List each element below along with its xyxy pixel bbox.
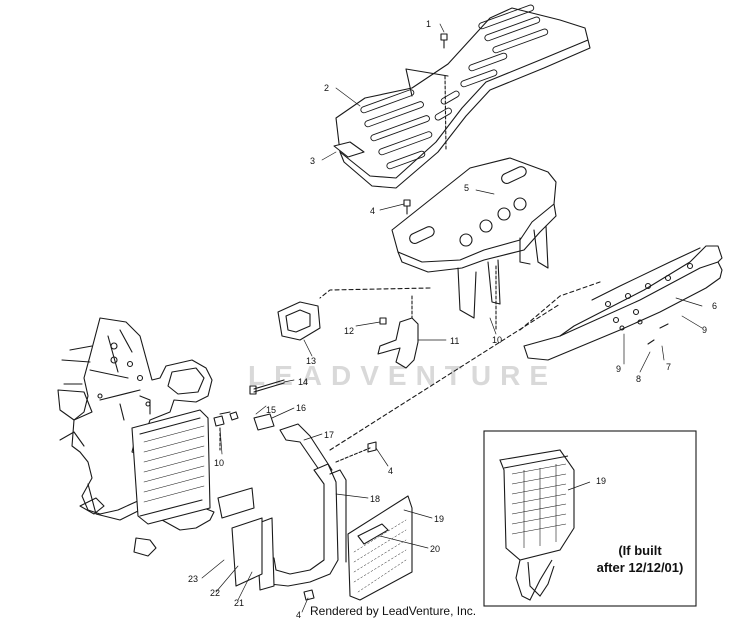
callout-18: 18 — [370, 494, 380, 504]
callout-10b: 10 — [214, 458, 224, 468]
rear-bumper — [523, 245, 723, 361]
callout-4b: 4 — [388, 466, 393, 476]
callout-16: 16 — [296, 403, 306, 413]
callout-6: 6 — [712, 301, 717, 311]
guard-panel-19 — [347, 495, 413, 601]
callout-17: 17 — [324, 430, 334, 440]
tail-light — [277, 301, 321, 341]
nut-10 — [213, 415, 225, 427]
callout-14: 14 — [298, 377, 308, 387]
callout-15: 15 — [266, 405, 276, 415]
screw-4 — [403, 199, 411, 207]
inset-caption-line2: after 12/12/01) — [596, 560, 684, 575]
callout-labels: 1 2 3 4 5 6 7 8 9 9 10 11 12 13 14 15 16… — [188, 19, 717, 620]
callout-5: 5 — [464, 183, 469, 193]
inset-box — [483, 430, 697, 607]
callout-11: 11 — [450, 336, 459, 346]
callout-4c: 4 — [296, 610, 301, 620]
callout-19-inset: 19 — [596, 476, 606, 486]
callout-12: 12 — [344, 326, 354, 336]
callout-13: 13 — [306, 356, 316, 366]
callout-1: 1 — [426, 19, 431, 29]
bolt-12 — [379, 317, 387, 325]
callout-3: 3 — [310, 156, 315, 166]
oil-cooler — [131, 409, 211, 525]
callout-8: 8 — [636, 374, 641, 384]
spacer-16 — [253, 413, 275, 431]
reflector — [333, 141, 365, 158]
screw-4-mid — [367, 441, 377, 453]
footer-credit: Rendered by LeadVenture, Inc. — [310, 604, 477, 618]
plate-23 — [217, 487, 255, 519]
bolt-1 — [440, 33, 448, 49]
rack-support — [391, 157, 557, 319]
callout-21: 21 — [234, 598, 244, 608]
watermark: LEADVENTURE — [248, 360, 558, 391]
inset-oil-cooler — [499, 449, 591, 601]
washer-15 — [229, 411, 239, 421]
bracket-22 — [231, 517, 263, 587]
callout-9: 9 — [702, 325, 707, 335]
brace-18 — [263, 463, 347, 587]
callout-4: 4 — [370, 206, 375, 216]
callout-2: 2 — [324, 83, 329, 93]
callout-19: 19 — [434, 514, 444, 524]
bolt-14 — [249, 379, 285, 395]
screw-7 — [659, 323, 669, 329]
callout-9b: 9 — [616, 364, 621, 374]
light-bracket — [377, 317, 419, 369]
callout-7: 7 — [666, 362, 671, 372]
inset-caption: (If built after 12/12/01) — [590, 542, 690, 576]
screw-4-bottom — [303, 589, 315, 601]
callout-22: 22 — [210, 588, 220, 598]
callout-23: 23 — [188, 574, 198, 584]
inset-caption-line1: (If built — [618, 543, 662, 558]
screw-8 — [647, 339, 655, 345]
callout-10: 10 — [492, 335, 502, 345]
callout-20: 20 — [430, 544, 440, 554]
rear-rack — [335, 4, 591, 189]
